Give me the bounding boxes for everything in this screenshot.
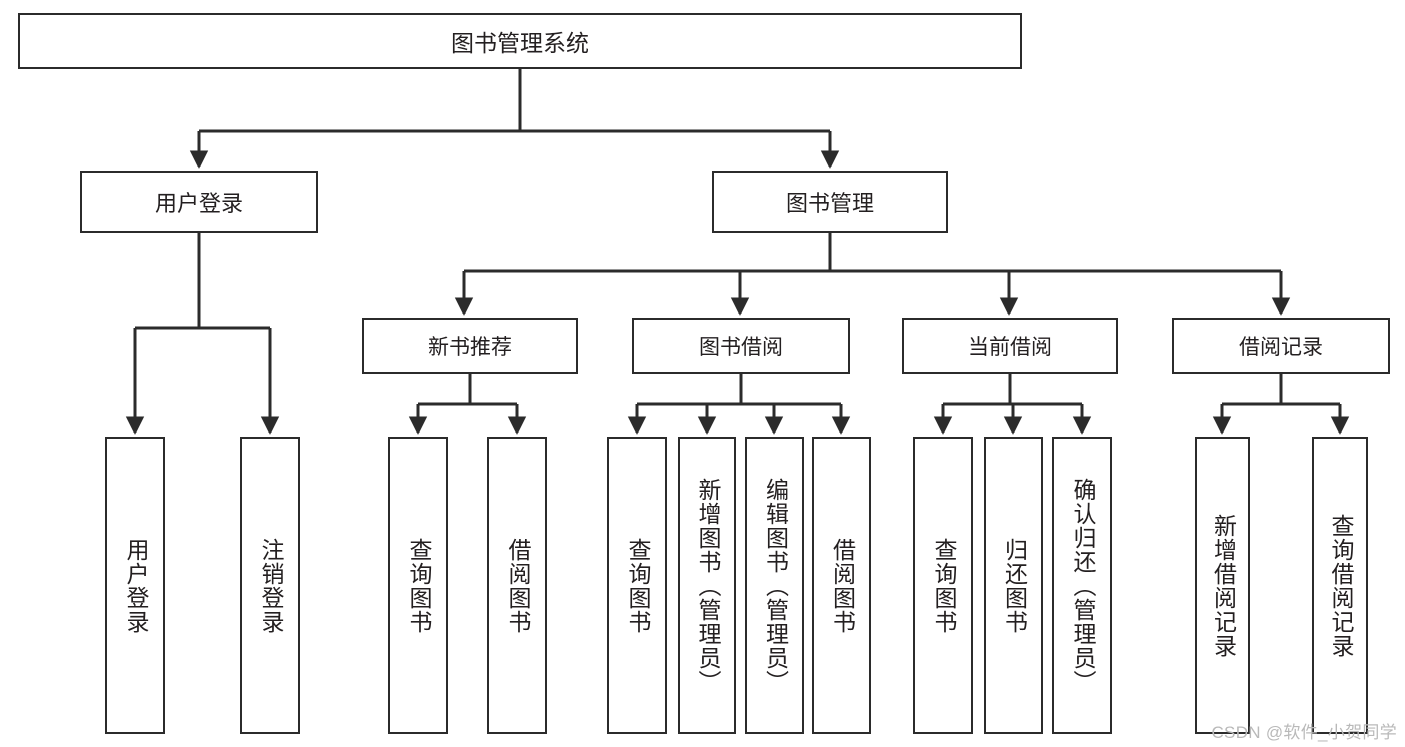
leaf-return-book[interactable]: 归还图书 [984, 437, 1043, 734]
leaf-search-book-new[interactable]: 查询图书 [388, 437, 448, 734]
node-book-management[interactable]: 图书管理 [712, 171, 948, 233]
node-new-book-recommend[interactable]: 新书推荐 [362, 318, 578, 374]
leaf-label: 查询图书 [930, 537, 957, 634]
node-user-login-label: 用户登录 [154, 191, 243, 216]
node-book-borrow-label: 图书借阅 [699, 336, 783, 359]
node-book-management-label: 图书管理 [785, 191, 874, 216]
leaf-confirm-return-admin[interactable]: 确认归还（管理员） [1052, 437, 1112, 734]
leaf-label: 查询图书 [405, 537, 432, 634]
leaf-label: 编辑图书（管理员） [762, 477, 789, 694]
node-book-borrow[interactable]: 图书借阅 [632, 318, 850, 374]
node-borrow-records[interactable]: 借阅记录 [1172, 318, 1390, 374]
leaf-search-book-borrow[interactable]: 查询图书 [607, 437, 667, 734]
leaf-logout[interactable]: 注销登录 [240, 437, 300, 734]
node-current-borrow[interactable]: 当前借阅 [902, 318, 1118, 374]
node-root[interactable]: 图书管理系统 [18, 13, 1022, 69]
leaf-edit-book-admin[interactable]: 编辑图书（管理员） [745, 437, 804, 734]
leaf-borrow-book[interactable]: 借阅图书 [812, 437, 871, 734]
leaf-add-book-admin[interactable]: 新增图书（管理员） [678, 437, 736, 734]
node-user-login[interactable]: 用户登录 [80, 171, 318, 233]
leaf-user-login[interactable]: 用户登录 [105, 437, 165, 734]
leaf-label: 用户登录 [122, 537, 149, 634]
leaf-label: 查询借阅记录 [1327, 513, 1354, 658]
leaf-label: 借阅图书 [829, 537, 856, 634]
node-new-book-recommend-label: 新书推荐 [428, 336, 512, 359]
leaf-label: 新增图书（管理员） [694, 477, 721, 694]
leaf-search-borrow-record[interactable]: 查询借阅记录 [1312, 437, 1368, 734]
node-current-borrow-label: 当前借阅 [968, 336, 1052, 359]
leaf-borrow-book-new[interactable]: 借阅图书 [487, 437, 547, 734]
node-root-label: 图书管理系统 [451, 30, 589, 56]
leaf-label: 归还图书 [1001, 537, 1028, 634]
leaf-label: 注销登录 [257, 537, 284, 634]
leaf-label: 借阅图书 [504, 537, 531, 634]
leaf-add-borrow-record[interactable]: 新增借阅记录 [1195, 437, 1250, 734]
leaf-label: 确认归还（管理员） [1069, 477, 1096, 694]
leaf-search-book-current[interactable]: 查询图书 [913, 437, 973, 734]
watermark: CSDN @软件_小贺同学 [1211, 723, 1397, 742]
leaf-label: 查询图书 [624, 537, 651, 634]
node-borrow-records-label: 借阅记录 [1239, 336, 1323, 359]
leaf-label: 新增借阅记录 [1210, 513, 1237, 658]
